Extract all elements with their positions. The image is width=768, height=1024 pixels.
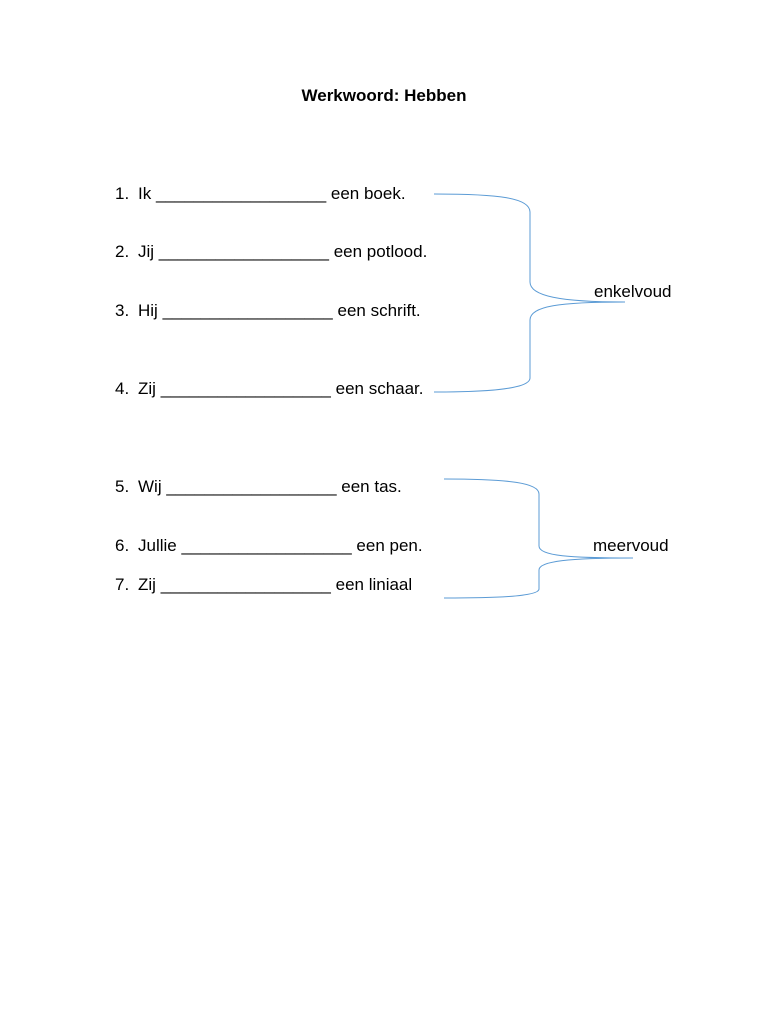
item-blank: __________________	[162, 301, 333, 320]
exercise-item-3: 3. Hij __________________ een schrift.	[115, 301, 421, 321]
item-subject: Jullie	[138, 536, 177, 555]
item-number: 3.	[115, 301, 130, 320]
item-number: 4.	[115, 379, 130, 398]
item-object: een schaar.	[335, 379, 424, 398]
item-number: 1.	[115, 184, 130, 203]
item-subject: Zij	[138, 575, 156, 594]
item-blank: __________________	[166, 477, 337, 496]
item-object: een schrift.	[337, 301, 421, 320]
exercise-item-4: 4. Zij __________________ een schaar.	[115, 379, 424, 399]
item-subject: Hij	[138, 301, 158, 320]
item-blank: __________________	[160, 575, 331, 594]
item-object: een tas.	[341, 477, 402, 496]
singular-label: enkelvoud	[594, 282, 672, 301]
item-blank: __________________	[181, 536, 352, 555]
item-object: een liniaal	[335, 575, 413, 594]
item-object: een pen.	[356, 536, 423, 555]
plural-label: meervoud	[593, 536, 669, 555]
exercise-item-7: 7. Zij __________________ een liniaal	[115, 575, 412, 595]
singular-brace	[433, 193, 626, 393]
page-title: Werkwoord: Hebben	[301, 86, 467, 105]
exercise-item-1: 1. Ik __________________ een boek.	[115, 184, 406, 204]
plural-brace	[443, 478, 634, 599]
item-object: een potlood.	[333, 242, 428, 261]
item-subject: Ik	[138, 184, 152, 203]
item-blank: __________________	[158, 242, 329, 261]
exercise-item-5: 5. Wij __________________ een tas.	[115, 477, 402, 497]
item-blank: __________________	[155, 184, 327, 203]
item-number: 7.	[115, 575, 130, 594]
item-number: 2.	[115, 242, 130, 261]
item-subject: Zij	[138, 379, 156, 398]
exercise-item-2: 2. Jij __________________ een potlood.	[115, 242, 427, 262]
item-number: 6.	[115, 536, 130, 555]
exercise-item-6: 6. Jullie __________________ een pen.	[115, 536, 423, 556]
item-blank: __________________	[160, 379, 331, 398]
item-subject: Jij	[138, 242, 155, 261]
item-number: 5.	[115, 477, 130, 496]
item-subject: Wij	[138, 477, 162, 496]
item-object: een boek.	[330, 184, 406, 203]
